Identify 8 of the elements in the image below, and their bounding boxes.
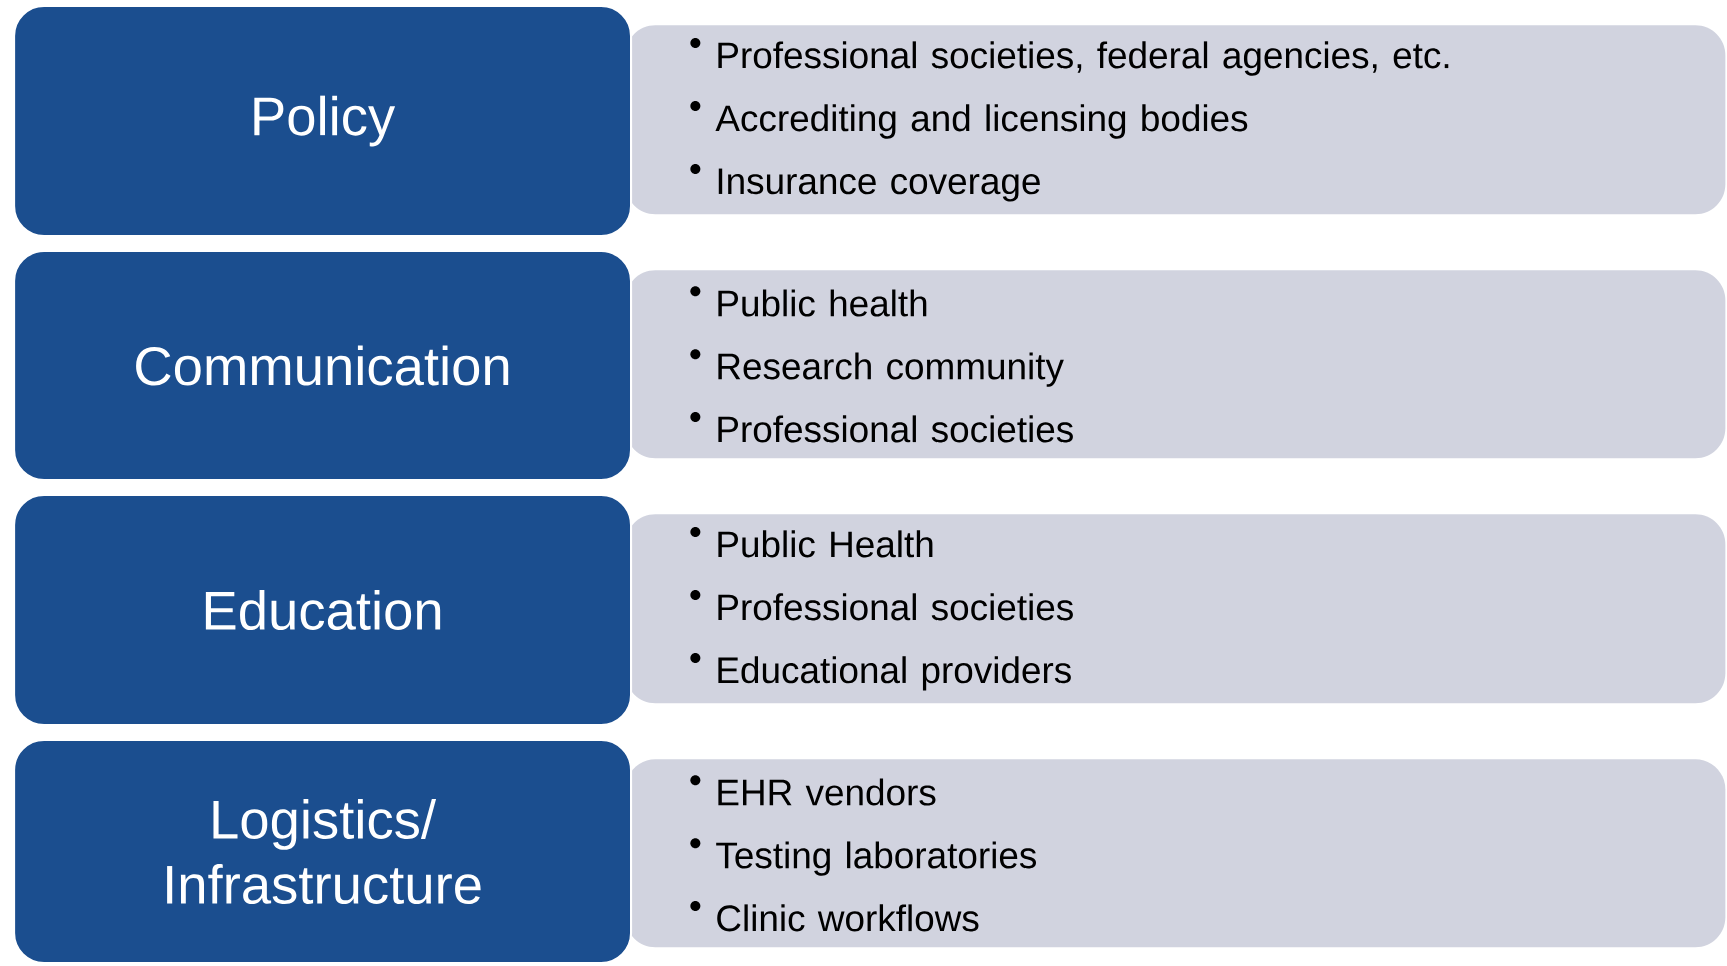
bullet-list-box: Public health Research community Professional societies: [625, 270, 1726, 459]
category-box: Communication: [13, 250, 633, 482]
bullet-list-box: Professional societies, federal agencies, etc. Accrediting and licensing bodies Insurance coverage: [625, 25, 1726, 215]
category-box: Logistics/ Infrastructure: [13, 739, 633, 965]
bullet-list-box: Public Health Professional societies Educational providers: [625, 514, 1726, 704]
category-box: Policy: [13, 5, 633, 238]
bullet-list-box: EHR vendors Testing laboratories Clinic workflows: [625, 759, 1726, 948]
category-box: Education: [13, 494, 633, 727]
